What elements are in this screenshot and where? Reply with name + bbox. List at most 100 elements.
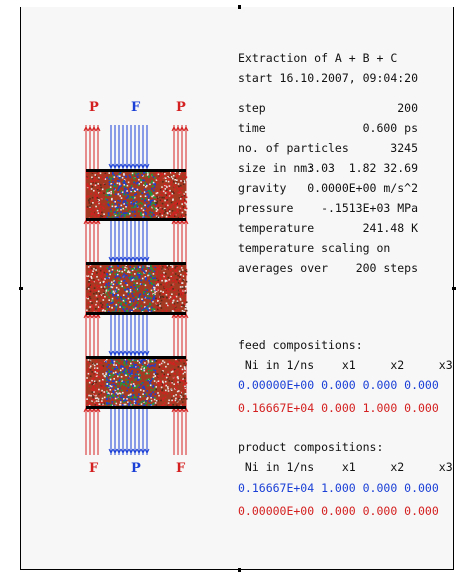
particle	[122, 201, 125, 204]
particle	[130, 383, 132, 386]
particle	[136, 286, 139, 288]
particle	[96, 372, 98, 374]
particle	[152, 287, 154, 289]
particle	[94, 373, 97, 375]
particle	[166, 201, 169, 203]
particle	[129, 187, 131, 190]
particle	[119, 396, 122, 399]
particle	[125, 267, 128, 270]
particle	[95, 310, 97, 312]
particle	[155, 172, 158, 175]
particle	[149, 190, 151, 192]
particle	[155, 212, 157, 214]
particle	[161, 388, 164, 391]
particle	[151, 185, 154, 188]
particle	[108, 371, 111, 374]
particle	[155, 308, 158, 311]
particle	[132, 199, 135, 201]
particle	[147, 199, 150, 201]
particle	[94, 375, 97, 377]
particle	[125, 188, 128, 191]
particle	[163, 404, 165, 407]
particle	[161, 196, 163, 199]
particle	[110, 283, 112, 285]
particle	[88, 280, 90, 283]
particle	[147, 361, 150, 363]
particle	[151, 278, 153, 281]
particle	[124, 212, 126, 214]
particle	[106, 391, 108, 393]
particle	[174, 383, 177, 386]
particle	[112, 301, 114, 304]
particle	[118, 187, 120, 190]
particle	[117, 289, 119, 292]
particle	[146, 265, 149, 267]
particle	[171, 286, 173, 288]
particle	[172, 191, 174, 193]
particle	[170, 190, 172, 192]
particle	[99, 304, 102, 307]
particle	[114, 210, 117, 213]
particle	[173, 185, 175, 188]
particle	[111, 183, 113, 186]
arrow-down	[128, 163, 134, 170]
particle	[106, 191, 108, 193]
particle	[133, 177, 135, 179]
particle	[86, 177, 88, 179]
particle	[174, 177, 177, 179]
particle	[156, 190, 159, 193]
particle	[173, 302, 176, 305]
particle	[123, 203, 125, 205]
particle	[158, 363, 161, 366]
particle	[154, 203, 157, 206]
particle	[156, 298, 158, 300]
arrow-down	[144, 448, 150, 455]
particle	[185, 214, 187, 216]
particle	[104, 288, 106, 291]
particle	[99, 275, 102, 278]
particle	[130, 279, 133, 282]
bottom-label-center: P	[131, 461, 141, 476]
particle	[89, 294, 92, 296]
particle	[154, 360, 156, 362]
particle	[122, 401, 125, 403]
particle	[170, 389, 173, 391]
particle	[126, 284, 129, 286]
particle	[140, 279, 142, 282]
particle	[130, 366, 133, 369]
particle	[142, 382, 144, 384]
particle	[108, 181, 111, 183]
particle	[94, 404, 97, 406]
particle	[160, 207, 162, 210]
particle	[137, 184, 140, 187]
particle	[181, 206, 183, 209]
particle	[183, 194, 186, 197]
particle	[117, 390, 119, 392]
particle	[112, 300, 114, 302]
particle	[166, 186, 168, 188]
particle	[119, 369, 122, 372]
particle	[139, 266, 141, 268]
particle	[128, 304, 130, 306]
particle	[140, 389, 142, 391]
particle	[88, 401, 91, 404]
particle	[141, 192, 144, 194]
particle	[173, 188, 176, 191]
particle	[165, 205, 168, 207]
particle	[98, 380, 101, 382]
particle	[152, 391, 154, 393]
particle	[144, 276, 147, 278]
particle	[130, 201, 133, 203]
particle	[161, 265, 164, 268]
particle	[181, 295, 183, 298]
particle	[184, 307, 187, 309]
particle	[141, 310, 143, 312]
particle	[159, 194, 162, 196]
particle	[93, 178, 95, 181]
particle	[163, 392, 166, 395]
particle	[102, 196, 105, 198]
particle	[168, 268, 171, 271]
particle	[153, 398, 156, 401]
particle	[133, 278, 136, 280]
particle	[180, 184, 182, 187]
